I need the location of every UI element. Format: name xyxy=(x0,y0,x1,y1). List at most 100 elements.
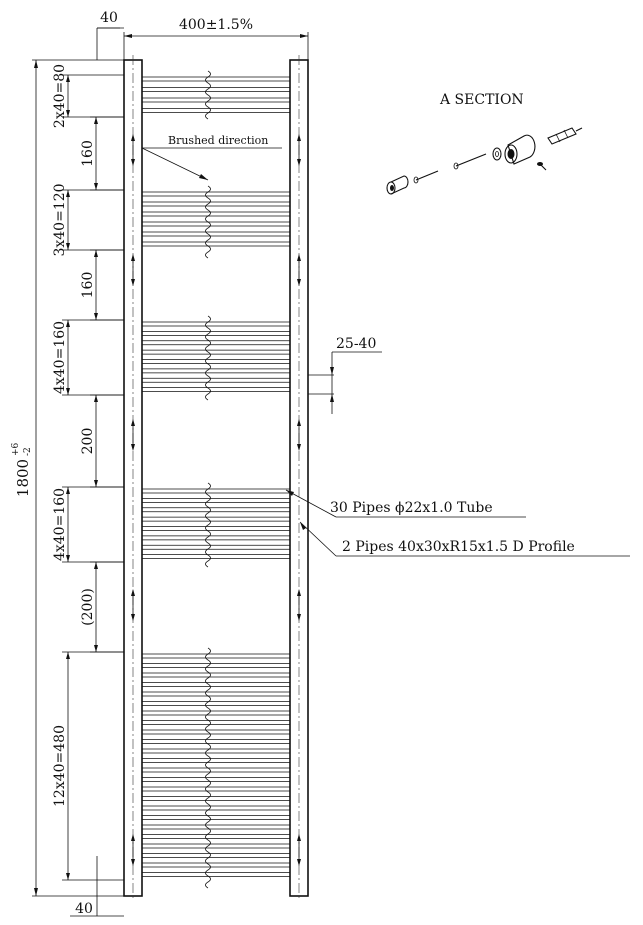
dimension-arrow-bottom xyxy=(94,183,98,190)
brush-arrow-head-down xyxy=(297,859,301,866)
rung-pair xyxy=(142,340,290,355)
break-line xyxy=(205,70,211,120)
rung-pair xyxy=(142,211,290,227)
dimension-arrow-bottom xyxy=(66,555,70,562)
dimension-arrow-top xyxy=(66,487,70,494)
brush-arrow xyxy=(297,834,301,866)
brush-arrow xyxy=(297,589,301,621)
brush-arrow xyxy=(297,254,301,286)
total-height-dimension: 1800 +6 -2 xyxy=(11,59,124,897)
bracket-wall-plug xyxy=(547,127,583,145)
rung-group xyxy=(142,647,290,889)
bracket-exploded-view xyxy=(386,127,583,195)
bracket-cap xyxy=(386,175,409,195)
rung-pair xyxy=(142,97,290,113)
brush-arrow-head-up xyxy=(131,254,135,261)
dimension-arrow-bottom xyxy=(94,480,98,487)
width-label: 400±1.5% xyxy=(179,17,253,33)
brush-arrow-head-down xyxy=(131,159,135,166)
rung-pair xyxy=(142,191,290,207)
right-side-rail xyxy=(289,55,309,900)
segment-dimension-label: 160 xyxy=(80,272,96,299)
brush-arrow-head-down xyxy=(297,279,301,286)
break-line xyxy=(205,315,211,401)
rung-group xyxy=(142,185,290,259)
tube-callout-label: 30 Pipes ϕ22x1.0 Tube xyxy=(330,500,493,516)
rung-pair xyxy=(142,805,290,820)
break-line xyxy=(205,185,211,259)
width-dimension: 400±1.5% xyxy=(123,17,309,60)
brush-arrow xyxy=(131,419,135,451)
dimension-arrow-top xyxy=(66,75,70,82)
segment-dimension: 12x40=480 xyxy=(52,651,124,881)
dimension-arrow-top xyxy=(66,652,70,659)
brush-arrow-head-up xyxy=(131,834,135,841)
brush-arrow-head-up xyxy=(297,134,301,141)
brush-arrow-head-down xyxy=(297,159,301,166)
top-offset-dimension: 40 xyxy=(96,10,124,60)
dimension-arrow-bottom xyxy=(66,110,70,117)
segment-dimension: 3x40=120 xyxy=(52,183,124,257)
dimension-arrow-top xyxy=(94,562,98,569)
brush-arrow xyxy=(297,419,301,451)
brushed-direction-label: Brushed direction xyxy=(168,134,268,147)
profile-callout-label: 2 Pipes 40x30xR15x1.5 D Profile xyxy=(342,539,575,555)
brush-arrow-head-down xyxy=(131,614,135,621)
total-height-label: 1800 xyxy=(14,459,32,497)
segment-dimension: (200) xyxy=(80,561,124,653)
brush-arrow xyxy=(131,589,135,621)
dimension-arrow-top xyxy=(94,250,98,257)
segment-dimension-label: 4x40=160 xyxy=(52,321,68,394)
tube-callout: 30 Pipes ϕ22x1.0 Tube xyxy=(285,489,526,518)
brush-arrow-head-up xyxy=(297,254,301,261)
brush-arrow-head-up xyxy=(131,134,135,141)
segment-dimension: 4x40=160 xyxy=(52,319,124,396)
total-height-tol-lower: -2 xyxy=(23,447,33,456)
dimension-arrow-bottom xyxy=(94,313,98,320)
dimension-arrow-top xyxy=(66,320,70,327)
rung-pair xyxy=(142,786,290,801)
brushed-direction-callout: Brushed direction xyxy=(141,134,282,181)
bracket-small-screw xyxy=(537,162,547,171)
brush-arrow-head-up xyxy=(297,834,301,841)
bracket-wall-screw xyxy=(453,153,487,170)
brush-arrow-head-down xyxy=(297,614,301,621)
dimension-arrow-top xyxy=(66,190,70,197)
rung-pair xyxy=(142,729,290,744)
brush-arrow-head-down xyxy=(297,444,301,451)
bracket-washer xyxy=(492,147,502,161)
segment-dimension-label: 4x40=160 xyxy=(52,488,68,561)
segment-dimension: 160 xyxy=(80,116,124,191)
segment-dimension-label: 200 xyxy=(80,428,96,455)
top-offset-label: 40 xyxy=(100,10,118,26)
rung-pair xyxy=(142,544,290,560)
rung-pair xyxy=(142,526,290,541)
brushed-direction-arrows xyxy=(131,134,301,866)
rung-pair xyxy=(142,672,290,687)
dimension-arrow-bottom xyxy=(66,243,70,250)
bottom-offset-label: 40 xyxy=(75,901,93,917)
rung-pair xyxy=(142,767,290,782)
rung-pair xyxy=(142,653,290,668)
segment-dimension: 2x40=80 xyxy=(52,64,124,128)
segment-dimensions: 2x40=801603x40=1201604x40=1602004x40=160… xyxy=(52,64,124,881)
rung-pair xyxy=(142,321,290,336)
brush-arrow-head-up xyxy=(297,419,301,426)
rung-pair xyxy=(142,843,290,858)
break-line xyxy=(205,647,211,889)
rung-pair xyxy=(142,691,290,706)
bracket-body xyxy=(504,134,536,165)
bracket-grub-screw xyxy=(413,170,439,184)
rung-pair xyxy=(142,377,290,393)
rung-pair xyxy=(142,507,290,522)
dimension-arrow-bottom xyxy=(94,645,98,652)
segment-dimension: 4x40=160 xyxy=(52,486,124,563)
rung-pair xyxy=(142,488,290,503)
brush-arrow-head-up xyxy=(131,419,135,426)
tube-rungs xyxy=(142,70,290,889)
segment-dimension-label: 3x40=120 xyxy=(52,183,68,256)
brush-arrow xyxy=(131,834,135,866)
brush-arrow xyxy=(131,134,135,166)
brush-arrow xyxy=(131,254,135,286)
